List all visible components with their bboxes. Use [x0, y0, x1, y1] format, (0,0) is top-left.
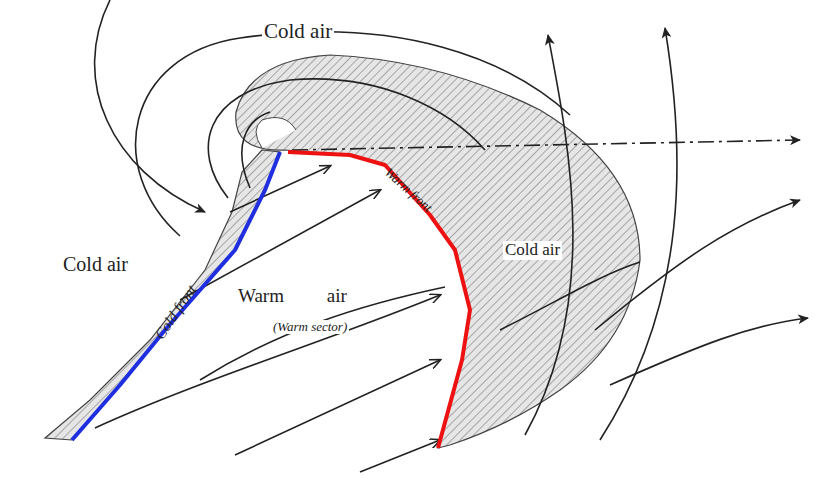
- region-label: Cold air: [61, 253, 130, 275]
- region-label: Cold air: [262, 20, 334, 43]
- region-label: Warm air: [236, 286, 349, 307]
- sector-label: (Warm sector): [271, 320, 349, 334]
- region-label: Cold air: [503, 241, 562, 260]
- front-label: Cold front: [151, 280, 201, 344]
